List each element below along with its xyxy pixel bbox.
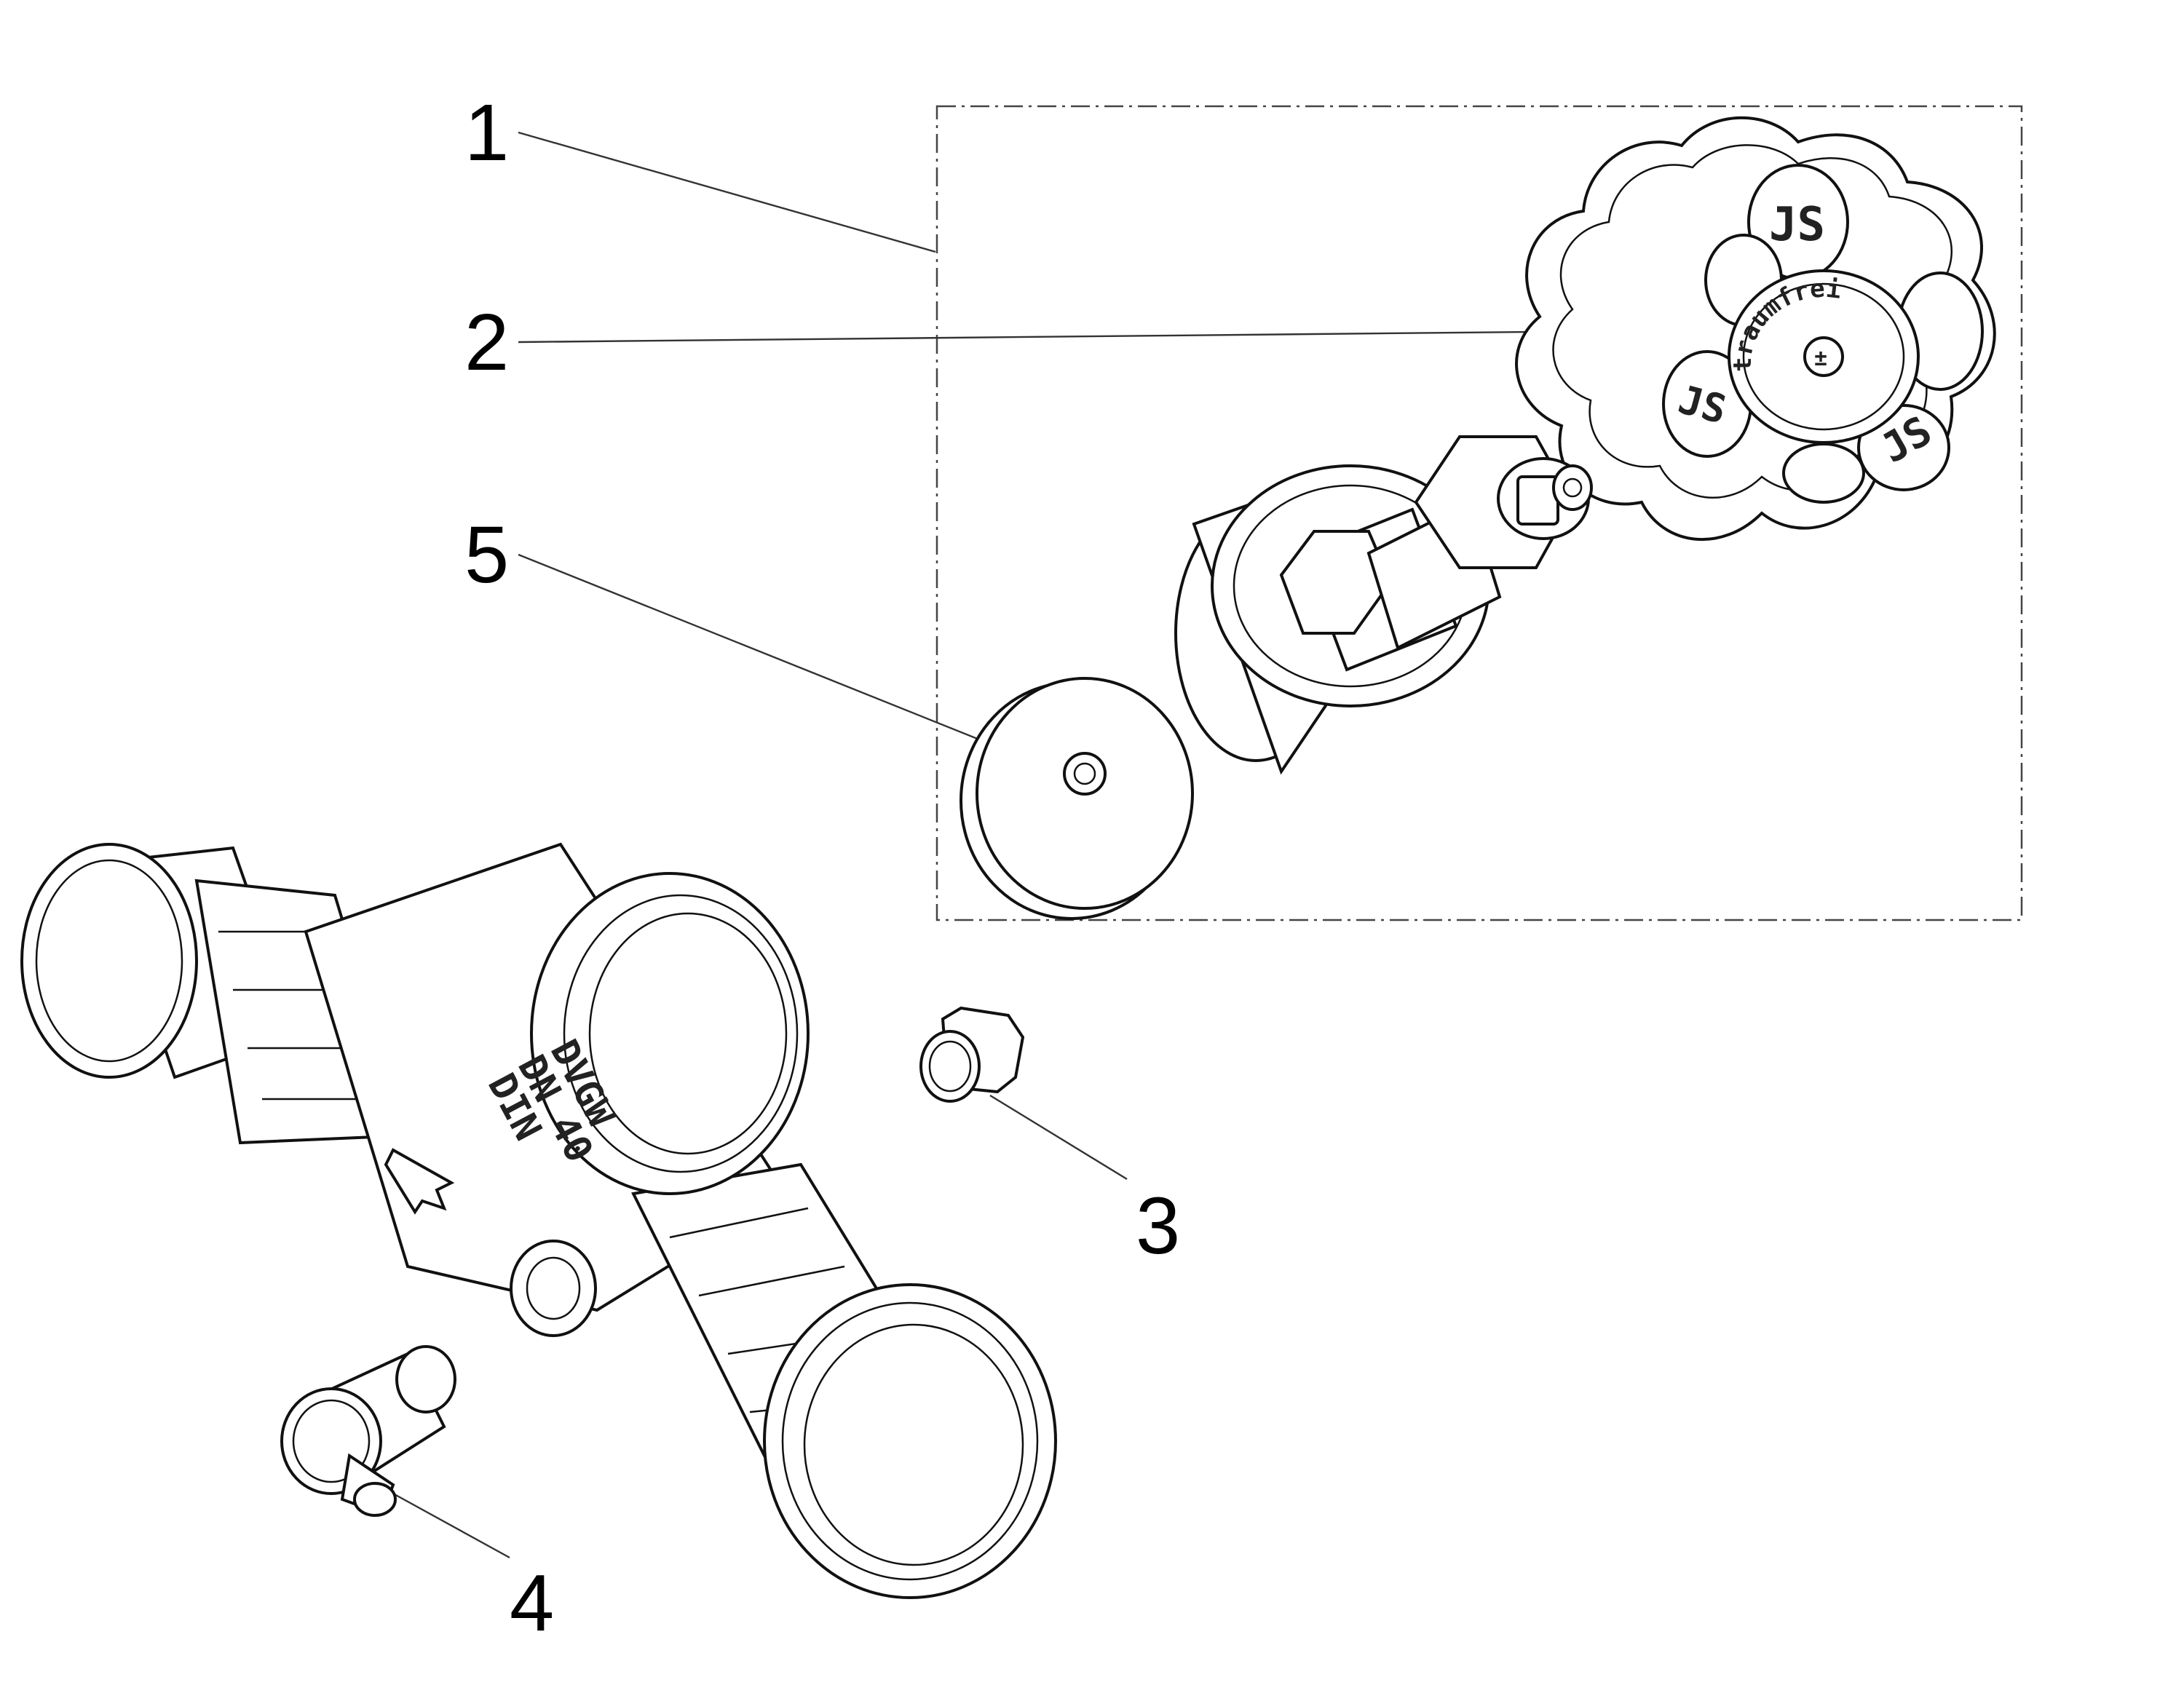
disc-part-5 xyxy=(960,677,1194,920)
leader-line-1 xyxy=(518,131,936,253)
upper-valve-assembly xyxy=(1174,435,1593,775)
handwheel-plus-minus: ± xyxy=(1814,346,1827,371)
leader-line-3 xyxy=(989,1094,1128,1181)
callout-4: 4 xyxy=(510,1558,554,1648)
handwheel-logo-top: JS xyxy=(1769,198,1825,252)
handwheel: ± traumfrei JS JS JS xyxy=(1515,116,1996,542)
callout-2: 2 xyxy=(464,298,509,387)
leader-line-5 xyxy=(518,553,1005,751)
plug-part-3 xyxy=(919,1006,1025,1103)
leader-line-2 xyxy=(518,330,1602,344)
callout-5: 5 xyxy=(464,510,509,600)
leader-line-4 xyxy=(392,1492,510,1559)
drain-valve-part-4 xyxy=(280,1345,456,1517)
callout-1: 1 xyxy=(464,88,509,178)
kit-boundary-box xyxy=(935,105,2023,921)
callout-3: 3 xyxy=(1136,1181,1180,1271)
valve-body: DVGW DN 40 DIN xyxy=(20,842,1057,1599)
leader-lines xyxy=(392,131,1602,1559)
